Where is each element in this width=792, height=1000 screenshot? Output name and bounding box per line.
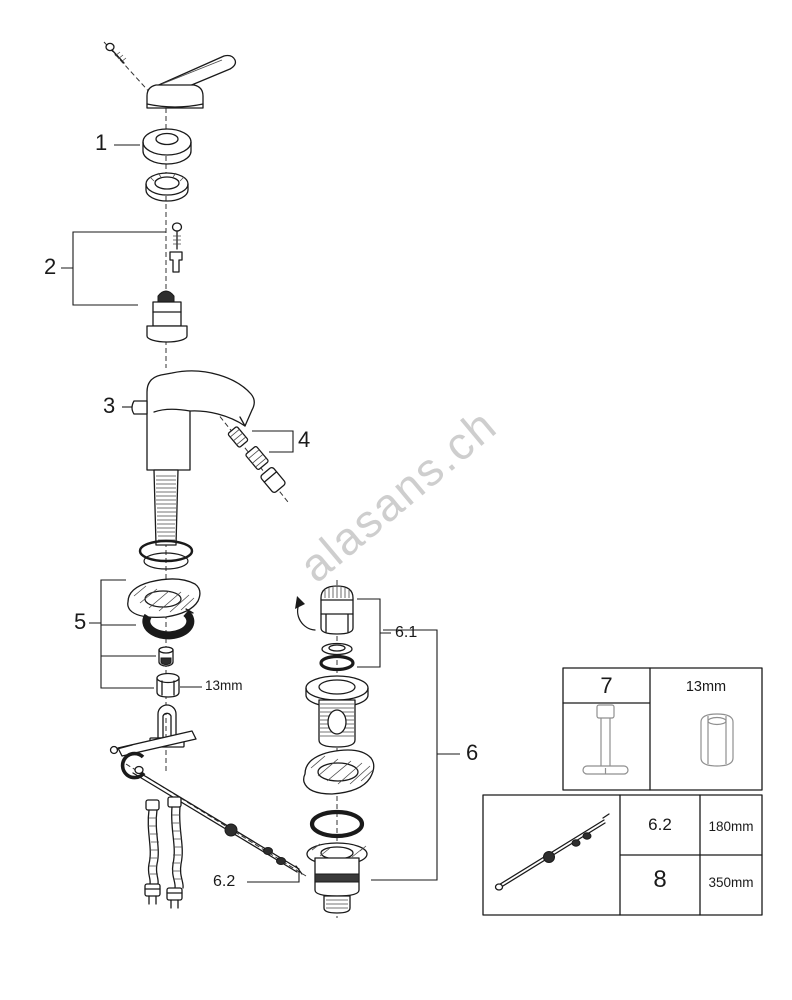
nut-size-label: 13mm (205, 678, 243, 693)
legend-tool-part-label: 7 (600, 673, 613, 698)
handle-screw-drawing (105, 42, 127, 64)
legend-tool-box (562, 667, 763, 791)
socket-wrench-icon (582, 704, 629, 775)
rotation-arrow-icon (295, 596, 316, 631)
callout-label-3: 3 (103, 393, 116, 418)
drain-escutcheon-drawing (303, 749, 375, 795)
legend-rod-box (482, 794, 763, 916)
callout-label-2: 2 (44, 254, 57, 279)
mounting-clamp-drawing (109, 704, 197, 757)
small-cup-drawing (158, 646, 174, 667)
supply-hoses-drawing (144, 796, 184, 909)
callout-label-6-2: 6.2 (213, 873, 236, 890)
cartridge-assembly-drawing (146, 222, 188, 343)
popup-washer-drawing (321, 642, 353, 656)
lever-handle-drawing (146, 54, 237, 109)
retaining-rings-drawing (138, 539, 194, 570)
callout-label-4: 4 (298, 427, 311, 452)
legend-rod-row1-part: 6.2 (648, 815, 672, 834)
escutcheon-drawing (127, 578, 201, 618)
axis-lines (103, 41, 338, 918)
horseshoe-bracket-drawing (142, 608, 195, 640)
hex-socket-icon (700, 713, 734, 767)
callout-lines (61, 144, 460, 883)
popup-oring-drawing (319, 654, 355, 672)
c-clip-drawing (120, 751, 146, 780)
popup-knob-drawing (320, 585, 354, 635)
hex-nut-drawing (156, 672, 180, 698)
rod-icon (494, 813, 610, 891)
legend-tool-size-label: 13mm (685, 679, 727, 695)
drain-lower-drawing (306, 842, 368, 914)
callout-label-6-1: 6.1 (395, 624, 418, 641)
legend-rod-row2-part: 8 (653, 866, 667, 893)
legend-rod-row1-length: 180mm (708, 819, 754, 834)
aerator-parts-drawing (227, 426, 286, 493)
callout-label-5: 5 (74, 609, 87, 634)
callout-label-6: 6 (466, 740, 479, 765)
drain-upper-drawing (305, 675, 369, 748)
mounting-ring-drawing (145, 172, 189, 202)
faucet-body-drawing (131, 370, 255, 471)
legend-rod-row2-length: 350mm (708, 875, 754, 890)
drain-oring-drawing (309, 809, 365, 839)
callout-label-1: 1 (95, 130, 108, 155)
lift-rod-drawing (132, 765, 303, 875)
threaded-shank-drawing (153, 469, 179, 546)
cap-ring-drawing (142, 128, 192, 165)
